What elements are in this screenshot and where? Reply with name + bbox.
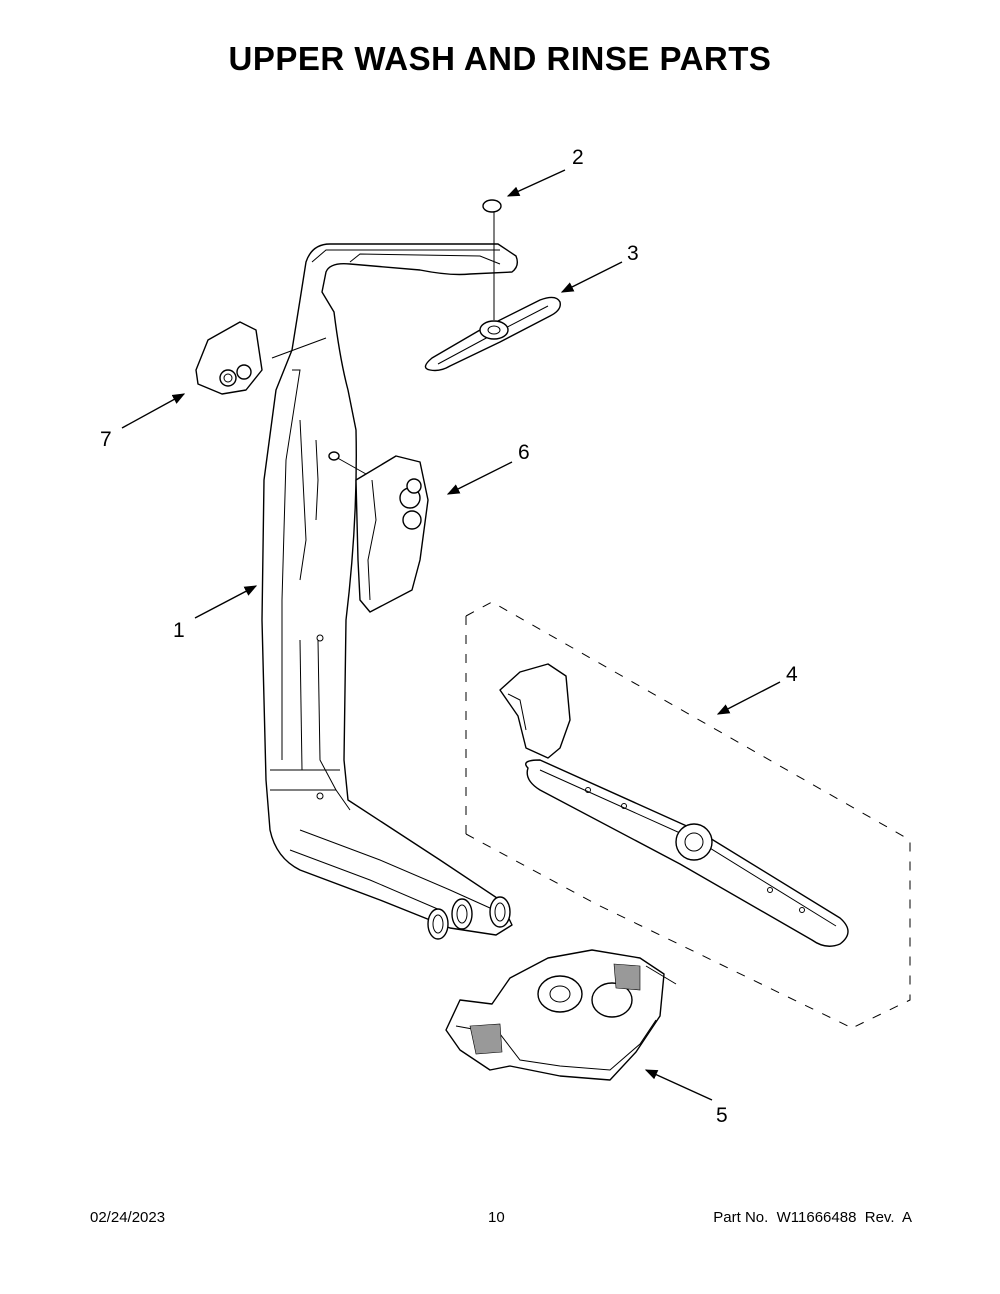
leader-5 bbox=[644, 1069, 713, 1101]
callout-3: 3 bbox=[627, 242, 639, 265]
leader-6 bbox=[446, 461, 513, 495]
callout-2: 2 bbox=[572, 146, 584, 169]
part-6-valve-assembly bbox=[328, 451, 429, 613]
footer-page-number: 10 bbox=[488, 1209, 505, 1226]
callout-5: 5 bbox=[716, 1104, 728, 1127]
leader-2 bbox=[506, 169, 566, 197]
callout-leaders bbox=[121, 169, 781, 1101]
callout-4: 4 bbox=[786, 663, 798, 686]
leader-1 bbox=[194, 585, 258, 619]
page-title: UPPER WASH AND RINSE PARTS bbox=[228, 40, 772, 77]
part-4-lower-spray-arm bbox=[499, 663, 849, 947]
leader-3 bbox=[560, 261, 623, 293]
part-4-dashed-frame bbox=[465, 601, 911, 1029]
leader-4 bbox=[716, 681, 781, 715]
part-2-cap bbox=[482, 199, 502, 320]
callout-7: 7 bbox=[100, 428, 112, 451]
callout-6: 6 bbox=[518, 441, 530, 464]
footer-date: 02/24/2023 bbox=[90, 1209, 166, 1226]
part-5-pump-housing bbox=[445, 949, 677, 1081]
leader-7 bbox=[121, 393, 186, 429]
part-3-upper-spray-arm bbox=[424, 296, 561, 372]
footer-part-number: Part No. W11666488 Rev. A bbox=[713, 1209, 912, 1226]
callout-1: 1 bbox=[173, 619, 185, 642]
part-7-manifold-bracket bbox=[195, 321, 327, 395]
part-1-upper-supply-tube bbox=[261, 243, 519, 940]
